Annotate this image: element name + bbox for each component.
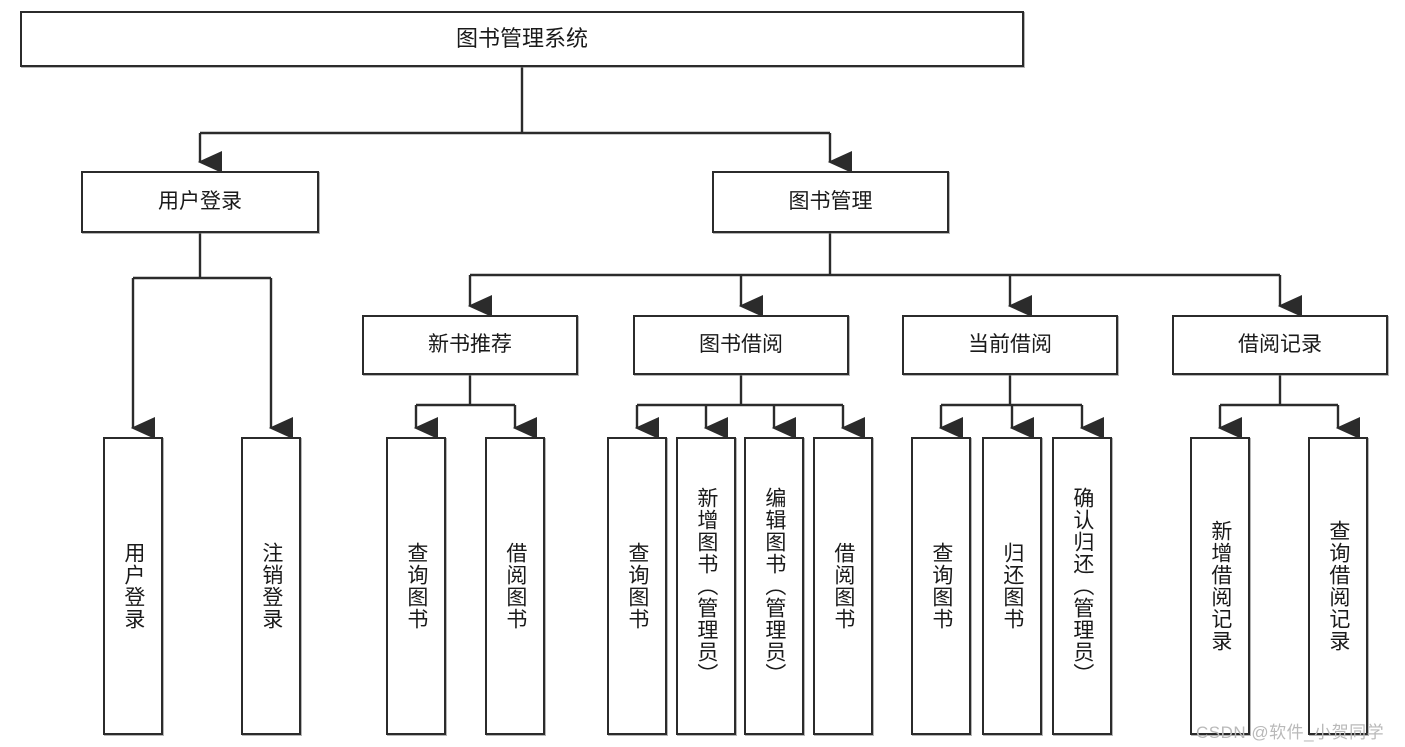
node-leaf-confirm-return-admin[interactable]: 确认归还（管理员） (1052, 437, 1112, 735)
node-leaf-return-book[interactable]: 归还图书 (982, 437, 1042, 735)
node-leaf-user-logout[interactable]: 注销登录 (241, 437, 301, 735)
node-book-borrow-label: 图书借阅 (699, 332, 783, 356)
node-current-borrow[interactable]: 当前借阅 (902, 315, 1118, 375)
node-leaf-user-login[interactable]: 用户登录 (103, 437, 163, 735)
node-current-borrow-label: 当前借阅 (968, 332, 1052, 356)
node-user-login[interactable]: 用户登录 (81, 171, 319, 233)
node-leaf-query-book-borrow-label: 查询图书 (625, 542, 649, 630)
node-root-label: 图书管理系统 (455, 26, 588, 52)
node-user-login-label: 用户登录 (158, 189, 242, 213)
node-leaf-edit-book-admin[interactable]: 编辑图书（管理员） (744, 437, 804, 735)
node-leaf-add-book-admin-label: 新增图书（管理员） (694, 487, 718, 685)
node-borrow-record-label: 借阅记录 (1238, 332, 1322, 356)
node-leaf-add-book-admin[interactable]: 新增图书（管理员） (676, 437, 736, 735)
node-leaf-add-borrow-record-label: 新增借阅记录 (1208, 520, 1232, 652)
node-leaf-query-book-recommend[interactable]: 查询图书 (386, 437, 446, 735)
node-leaf-query-borrow-record[interactable]: 查询借阅记录 (1308, 437, 1368, 735)
node-new-book-recommend[interactable]: 新书推荐 (362, 315, 578, 375)
node-leaf-borrow-book-label: 借阅图书 (831, 542, 855, 630)
node-new-book-recommend-label: 新书推荐 (428, 332, 512, 356)
node-root[interactable]: 图书管理系统 (20, 11, 1024, 67)
node-leaf-confirm-return-admin-label: 确认归还（管理员） (1070, 487, 1094, 685)
node-leaf-borrow-book-recommend-label: 借阅图书 (503, 542, 527, 630)
node-leaf-query-borrow-record-label: 查询借阅记录 (1326, 520, 1350, 652)
node-borrow-record[interactable]: 借阅记录 (1172, 315, 1388, 375)
node-leaf-user-login-label: 用户登录 (121, 542, 145, 630)
node-leaf-query-book-recommend-label: 查询图书 (404, 542, 428, 630)
node-book-manage[interactable]: 图书管理 (712, 171, 949, 233)
node-leaf-user-logout-label: 注销登录 (259, 542, 283, 630)
node-leaf-query-book-borrow[interactable]: 查询图书 (607, 437, 667, 735)
node-leaf-edit-book-admin-label: 编辑图书（管理员） (762, 487, 786, 685)
node-leaf-add-borrow-record[interactable]: 新增借阅记录 (1190, 437, 1250, 735)
node-leaf-borrow-book[interactable]: 借阅图书 (813, 437, 873, 735)
csdn-watermark: CSDN @软件_小贺同学 (1196, 723, 1385, 742)
node-book-borrow[interactable]: 图书借阅 (633, 315, 849, 375)
node-leaf-return-book-label: 归还图书 (1000, 542, 1024, 630)
node-leaf-query-book-current[interactable]: 查询图书 (911, 437, 971, 735)
node-book-manage-label: 图书管理 (788, 189, 873, 213)
node-leaf-borrow-book-recommend[interactable]: 借阅图书 (485, 437, 545, 735)
node-leaf-query-book-current-label: 查询图书 (929, 542, 953, 630)
